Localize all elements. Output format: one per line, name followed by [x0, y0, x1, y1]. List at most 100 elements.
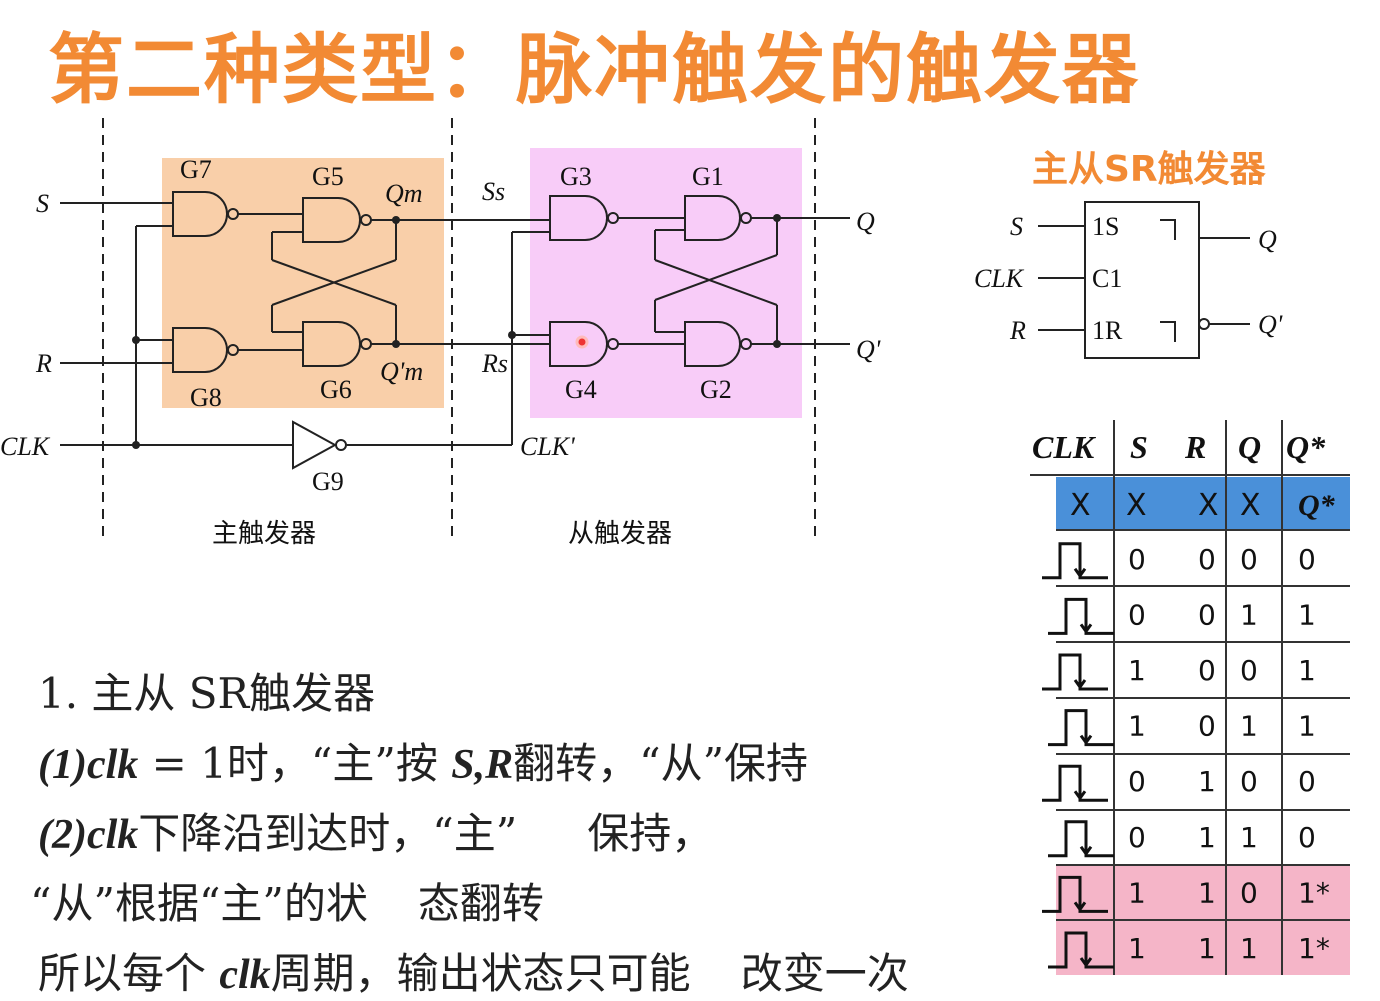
truth-cell: 0	[1240, 654, 1258, 687]
truth-cell: 1	[1240, 932, 1258, 965]
slave-region	[530, 148, 802, 418]
truth-cell: 0	[1128, 765, 1146, 798]
truth-cell: 1	[1240, 710, 1258, 743]
truth-cell: 1	[1128, 654, 1146, 687]
truth-cell: 0	[1240, 876, 1258, 909]
symbol-title: 主从SR触发器	[1032, 149, 1266, 190]
truth-x-s: X	[1126, 488, 1147, 523]
master-slave-sr-circuit: S R CLK G7 G5 G8 G6 G3 G1 G4 G2 G9 Qm Q'…	[0, 118, 881, 549]
gate-g2-label: G2	[700, 375, 732, 404]
signal-qm-label: Qm	[385, 179, 423, 208]
text-line-4-b: 态翻转	[417, 879, 544, 928]
truth-cell: 0	[1240, 765, 1258, 798]
falling-edge-arrow-icon	[1073, 567, 1087, 579]
slide-title: 第二种类型：脉冲触发的触发器	[48, 25, 1140, 114]
truth-cell: 0	[1240, 543, 1258, 576]
truth-cell: 0	[1298, 765, 1316, 798]
gate-g3	[549, 195, 608, 241]
truth-x-r: X	[1198, 488, 1219, 523]
falling-edge-arrow-icon	[1079, 957, 1093, 968]
truth-cell: 0	[1298, 543, 1316, 576]
gate-g8	[172, 327, 228, 373]
truth-cell: 1*	[1298, 876, 1330, 909]
truth-cell: 1	[1198, 876, 1216, 909]
signal-clk-bar-label: CLK'	[520, 432, 575, 461]
text-line-5-d: 改变一次	[740, 949, 909, 998]
master-flipflop-label: 主触发器	[212, 519, 316, 549]
falling-edge-arrow-icon	[1073, 901, 1087, 912]
gate-g9-label: G9	[312, 467, 344, 496]
truth-cell: 1	[1198, 765, 1216, 798]
text-line-1-content: 1. 主从 SR触发器	[38, 669, 376, 718]
truth-cell: 0	[1198, 654, 1216, 687]
text-line-2-end: 翻转，“从”保持	[513, 739, 809, 788]
gate-g1-label: G1	[692, 162, 724, 191]
text-line-2-sr: S,R	[451, 742, 514, 788]
symbol-pin-q-bar: Q'	[1258, 310, 1283, 339]
truth-header-r: R	[1184, 429, 1206, 465]
symbol-label-1s: 1S	[1092, 212, 1119, 241]
gate-g6-label: G6	[320, 375, 352, 404]
text-line-5-a: 所以每个	[38, 949, 220, 998]
text-line-1: 1. 主从 SR触发器	[38, 660, 375, 721]
truth-cell: 1	[1298, 654, 1316, 687]
input-clk-label: CLK	[0, 432, 51, 461]
sr-flipflop-symbol: S CLK R Q Q' 1S C1 1R	[974, 201, 1283, 359]
truth-cell: 1	[1298, 710, 1316, 743]
truth-header-qstar: Q*	[1286, 429, 1326, 465]
symbol-label-1r: 1R	[1092, 316, 1123, 345]
gate-g5	[302, 197, 361, 243]
input-s-label: S	[36, 189, 49, 218]
truth-cell: 0	[1198, 543, 1216, 576]
text-line-2-mid: = 1时，“主”按	[138, 739, 452, 788]
gate-g7	[172, 191, 228, 237]
clock-pulse-icon	[1042, 764, 1108, 802]
text-line-3-end: 保持，	[587, 809, 714, 858]
text-line-2: (1)clk = 1时，“主”按 S,R翻转，“从”保持	[38, 730, 808, 791]
gate-g2	[684, 321, 741, 367]
signal-ss-label: Ss	[482, 177, 505, 206]
gate-g6	[302, 321, 361, 367]
clock-pulse-icon	[1042, 542, 1108, 580]
truth-x-clk: X	[1070, 488, 1091, 523]
symbol-pin-q: Q	[1258, 225, 1277, 254]
falling-edge-arrow-icon	[1073, 679, 1087, 690]
clock-pulse-icon	[1048, 597, 1114, 635]
truth-cell: 0	[1128, 821, 1146, 854]
symbol-pin-s: S	[1010, 212, 1023, 241]
slave-flipflop-label: 从触发器	[568, 519, 672, 549]
symbol-box	[1084, 201, 1200, 359]
gate-g4-label: G4	[565, 375, 597, 404]
truth-cell: 1	[1128, 710, 1146, 743]
clock-pulse-icon	[1048, 709, 1114, 747]
text-line-5: 所以每个 clk周期，输出状态只可能改变一次	[38, 940, 909, 1001]
falling-edge-arrow-icon	[1079, 845, 1093, 857]
falling-edge-arrow-icon	[1079, 623, 1093, 634]
truth-x-qstar: Q*	[1298, 489, 1336, 522]
text-line-5-clk: clk	[219, 952, 271, 998]
gate-g4	[549, 321, 608, 367]
output-q-bar-label: Q'	[856, 335, 881, 364]
falling-edge-arrow-icon	[1079, 734, 1093, 746]
text-line-3-clk: (2)clk	[38, 812, 139, 858]
symbol-label-c1: C1	[1092, 264, 1122, 293]
gate-g5-label: G5	[312, 162, 344, 191]
truth-cell: 1*	[1298, 932, 1330, 965]
text-line-4-a: “从”根据“主”的状	[30, 879, 368, 928]
truth-header-row-bg	[1056, 477, 1350, 530]
truth-cell: 1	[1128, 932, 1146, 965]
input-r-label: R	[35, 349, 52, 378]
gate-g8-label: G8	[190, 383, 222, 412]
truth-header-clk: CLK	[1032, 429, 1097, 465]
signal-rs-label: Rs	[481, 349, 508, 378]
truth-cell: 1	[1198, 932, 1216, 965]
truth-cell: 1	[1128, 876, 1146, 909]
truth-x-q: X	[1240, 488, 1261, 523]
clock-pulse-icon	[1048, 931, 1114, 969]
truth-cell: 1	[1240, 821, 1258, 854]
clock-pulse-icon	[1042, 653, 1108, 691]
gate-g1	[684, 195, 741, 241]
truth-cell: 0	[1198, 598, 1216, 631]
symbol-pin-clk: CLK	[974, 264, 1025, 293]
signal-qm-bar-label: Q'm	[380, 357, 423, 386]
